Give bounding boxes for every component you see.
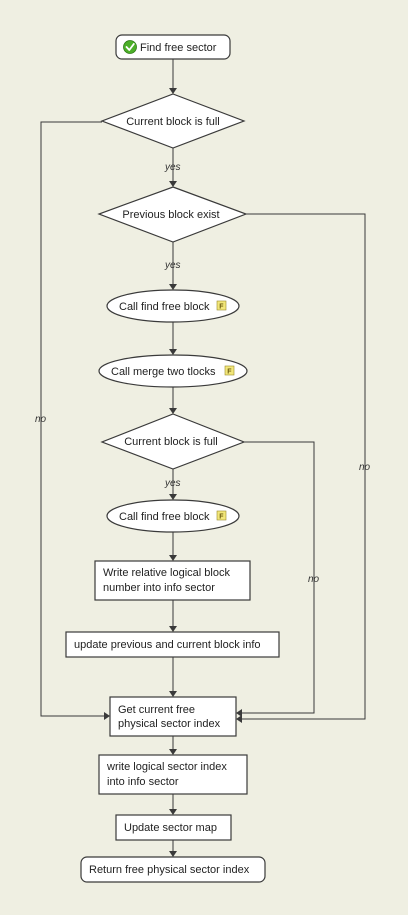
process-box bbox=[98, 754, 248, 795]
node-start[interactable]: Find free sector bbox=[115, 34, 231, 60]
process-label-line-1: Get current free bbox=[118, 704, 195, 716]
process-box bbox=[115, 814, 232, 841]
decision-diamond bbox=[100, 413, 246, 470]
function-badge-icon: F bbox=[224, 365, 235, 376]
arrowhead bbox=[169, 626, 177, 632]
process-label: Update sector map bbox=[124, 822, 217, 834]
arrowhead bbox=[169, 349, 177, 355]
node-return-free-sector[interactable]: Return free physical sector index bbox=[80, 856, 266, 883]
node-call-find-free-block-1[interactable]: Call find free block F bbox=[106, 289, 240, 323]
svg-text:F: F bbox=[227, 369, 232, 376]
process-label: Call find free block bbox=[119, 511, 210, 523]
arrowhead bbox=[236, 715, 242, 723]
decision-diamond bbox=[100, 93, 246, 149]
decision-current-block-full-2[interactable]: Current block is full bbox=[100, 413, 246, 470]
connectors bbox=[40, 59, 366, 857]
check-icon bbox=[123, 40, 137, 54]
function-badge-icon: F bbox=[216, 510, 227, 521]
arrowhead bbox=[169, 691, 177, 697]
start-box bbox=[115, 34, 231, 60]
node-write-relative-logical-block[interactable]: Write relative logical block number into… bbox=[94, 560, 251, 601]
process-box bbox=[65, 631, 280, 658]
start-label: Find free sector bbox=[140, 42, 217, 54]
edge-label-no: no bbox=[308, 574, 320, 585]
arrowhead bbox=[169, 408, 177, 414]
decision-label: Current block is full bbox=[126, 116, 220, 128]
process-label-line-2: number into info sector bbox=[103, 582, 215, 594]
function-badge-icon: F bbox=[216, 300, 227, 311]
svg-text:F: F bbox=[219, 514, 224, 521]
process-label-line-2: into info sector bbox=[107, 776, 179, 788]
node-get-current-free-sector[interactable]: Get current free physical sector index bbox=[109, 696, 237, 737]
edge-label-yes: yes bbox=[164, 162, 181, 173]
arrowhead bbox=[169, 749, 177, 755]
edge-cond1-no bbox=[40, 121, 104, 717]
edge-cond3-no bbox=[242, 441, 315, 714]
process-label: Call merge two tlocks bbox=[111, 366, 216, 378]
process-label-line-2: physical sector index bbox=[118, 718, 221, 730]
arrowhead bbox=[236, 709, 242, 717]
process-oval bbox=[106, 289, 240, 323]
node-call-merge-two-blocks[interactable]: Call merge two tlocks F bbox=[98, 354, 248, 388]
arrowhead bbox=[169, 494, 177, 500]
decision-current-block-full-1[interactable]: Current block is full bbox=[100, 93, 246, 149]
process-label-line-1: write logical sector index bbox=[106, 761, 227, 773]
svg-text:F: F bbox=[219, 304, 224, 311]
process-box bbox=[109, 696, 237, 737]
arrowhead bbox=[169, 284, 177, 290]
arrowhead bbox=[169, 555, 177, 561]
node-call-find-free-block-2[interactable]: Call find free block F bbox=[106, 499, 240, 533]
arrowhead bbox=[104, 712, 110, 720]
process-label-line-1: Write relative logical block bbox=[103, 567, 230, 579]
process-box bbox=[94, 560, 251, 601]
edge-label-no: no bbox=[35, 414, 47, 425]
node-write-logical-sector-index[interactable]: write logical sector index into info sec… bbox=[98, 754, 248, 795]
edge-cond2-no bbox=[242, 213, 366, 720]
edge-label-no: no bbox=[359, 462, 371, 473]
decision-label: Current block is full bbox=[124, 436, 218, 448]
arrowhead bbox=[169, 851, 177, 857]
decision-diamond bbox=[97, 186, 248, 243]
decision-previous-block-exist[interactable]: Previous block exist bbox=[97, 186, 248, 243]
edge-label-yes: yes bbox=[164, 478, 181, 489]
arrowhead bbox=[169, 809, 177, 815]
node-update-previous-current-block[interactable]: update previous and current block info bbox=[65, 631, 280, 658]
arrowhead bbox=[169, 181, 177, 187]
process-label: update previous and current block info bbox=[74, 639, 261, 651]
process-oval bbox=[98, 354, 248, 388]
end-label: Return free physical sector index bbox=[89, 864, 250, 876]
process-oval bbox=[106, 499, 240, 533]
process-label: Call find free block bbox=[119, 301, 210, 313]
node-update-sector-map[interactable]: Update sector map bbox=[115, 814, 232, 841]
edge-label-yes: yes bbox=[164, 260, 181, 271]
decision-label: Previous block exist bbox=[122, 209, 219, 221]
end-box bbox=[80, 856, 266, 883]
arrowhead bbox=[169, 88, 177, 94]
